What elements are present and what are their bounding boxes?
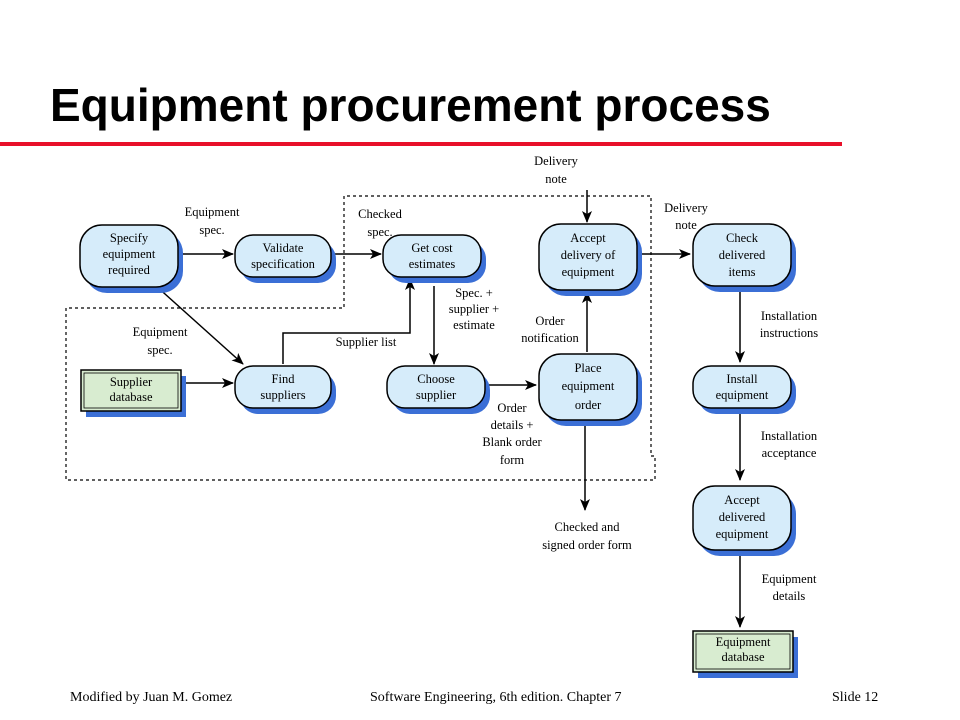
process-specify-line: Specify [110,231,149,245]
process-validate-line: specification [251,257,316,271]
process-install-line: equipment [716,388,769,402]
system-boundary [65,195,656,481]
process-find-line: suppliers [260,388,305,402]
process-place: Place equipment order [538,353,642,426]
title-underline [0,142,842,146]
process-install-line: Install [726,372,758,386]
process-validate: Validate specification [234,234,336,283]
process-find-line: Find [272,372,296,386]
store-supplier-db-line: Supplier [110,375,153,389]
process-accept-delivery-line: delivery of [561,248,616,262]
process-specify-line: required [108,263,150,277]
footer-course: Software Engineering, 6th edition. Chapt… [370,690,622,705]
process-accept-delivered-line: delivered [719,510,766,524]
footer-slide-number: Slide 12 [832,690,879,705]
process-accept-delivered-line: Accept [724,493,760,507]
process-accept-delivery-line: equipment [562,265,615,279]
process-get-cost-line: Get cost [411,241,453,255]
process-get-cost-line: estimates [409,257,456,271]
process-choose-line: supplier [416,388,457,402]
process-find: Find suppliers [234,365,336,414]
flow-arrows [154,190,745,628]
process-get-cost: Get cost estimates [382,234,486,283]
process-check-line: Check [726,231,759,245]
process-accept-delivered: Accept delivered equipment [692,485,796,556]
process-accept-delivery-line: Accept [570,231,606,245]
arrow-specify-find [154,284,244,365]
store-supplier-db-line: database [109,390,152,404]
process-accept-delivered-line: equipment [716,527,769,541]
process-choose-line: Choose [417,372,455,386]
process-check-line: delivered [719,248,766,262]
process-place-line: order [575,398,602,412]
process-validate-line: Validate [263,241,304,255]
process-choose: Choose supplier [386,365,490,414]
process-check: Check delivered items [692,223,796,292]
store-equipment-db-line: database [721,650,764,664]
page-title: Equipment procurement process [50,79,771,131]
label-supplier-list: Supplier list [336,335,397,349]
store-equipment-db-line: Equipment [716,635,771,649]
label-spec-supplier-estimate: Spec. +supplier +estimate [449,286,499,332]
process-specify: Specify equipment required [79,224,183,293]
footer-author: Modified by Juan M. Gomez [70,690,233,705]
process-place-line: Place [574,361,602,375]
process-accept-delivery: Accept delivery of equipment [538,223,642,296]
process-specify-line: equipment [103,247,156,261]
arrow-find-getcost [282,278,415,364]
process-check-line: items [728,265,755,279]
process-install: Install equipment [692,365,796,414]
process-place-line: equipment [562,379,615,393]
